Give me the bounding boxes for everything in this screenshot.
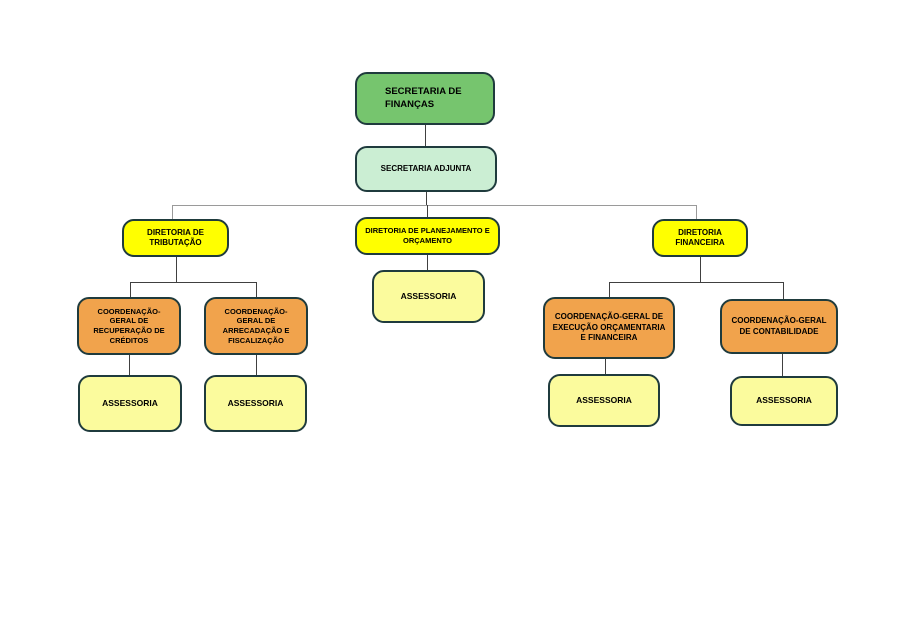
connector-vertical-line <box>427 255 428 270</box>
node-diretoria-tributacao: DIRETORIA DE TRIBUTAÇÃO <box>122 219 229 257</box>
node-cg-arrecadacao-fiscalizacao: COORDENAÇÃO- GERAL DE ARRECADAÇÃO E FISC… <box>204 297 308 355</box>
connector-vertical-line <box>425 125 426 146</box>
connector-vertical-line <box>609 282 610 297</box>
node-assessoria-recuperacao: ASSESSORIA <box>78 375 182 432</box>
node-secretaria-financas: SECRETARIA DE FINANÇAS <box>355 72 495 125</box>
connector-vertical-line <box>696 205 697 219</box>
connector-vertical-line <box>700 257 701 282</box>
connector-vertical-line <box>256 355 257 375</box>
connector-vertical-line <box>426 192 427 205</box>
connector-horizontal-line <box>130 282 257 283</box>
connector-vertical-line <box>130 282 131 297</box>
connector-vertical-line <box>176 257 177 282</box>
connector-vertical-line <box>427 205 428 217</box>
connector-horizontal-line <box>609 282 783 283</box>
connector-vertical-line <box>172 205 173 219</box>
node-cg-execucao-orcamentaria-financeira: COORDENAÇÃO-GERAL DE EXECUÇÃO ORÇAMENTAR… <box>543 297 675 359</box>
node-assessoria-execucao: ASSESSORIA <box>548 374 660 427</box>
connector-vertical-line <box>783 282 784 299</box>
connector-horizontal-line <box>172 205 696 206</box>
connector-vertical-line <box>129 355 130 375</box>
node-diretoria-financeira: DIRETORIA FINANCEIRA <box>652 219 748 257</box>
node-secretaria-adjunta: SECRETARIA ADJUNTA <box>355 146 497 192</box>
connector-vertical-line <box>605 359 606 374</box>
connector-vertical-line <box>782 354 783 376</box>
node-assessoria-arrecadacao: ASSESSORIA <box>204 375 307 432</box>
node-cg-contabilidade: COORDENAÇÃO-GERAL DE CONTABILIDADE <box>720 299 838 354</box>
node-assessoria-contabilidade: ASSESSORIA <box>730 376 838 426</box>
node-assessoria-planejamento: ASSESSORIA <box>372 270 485 323</box>
node-cg-recuperacao-creditos: COORDENAÇÃO- GERAL DE RECUPERAÇÃO DE CRÉ… <box>77 297 181 355</box>
connector-vertical-line <box>256 282 257 297</box>
node-diretoria-planejamento-orcamento: DIRETORIA DE PLANEJAMENTO E ORÇAMENTO <box>355 217 500 255</box>
